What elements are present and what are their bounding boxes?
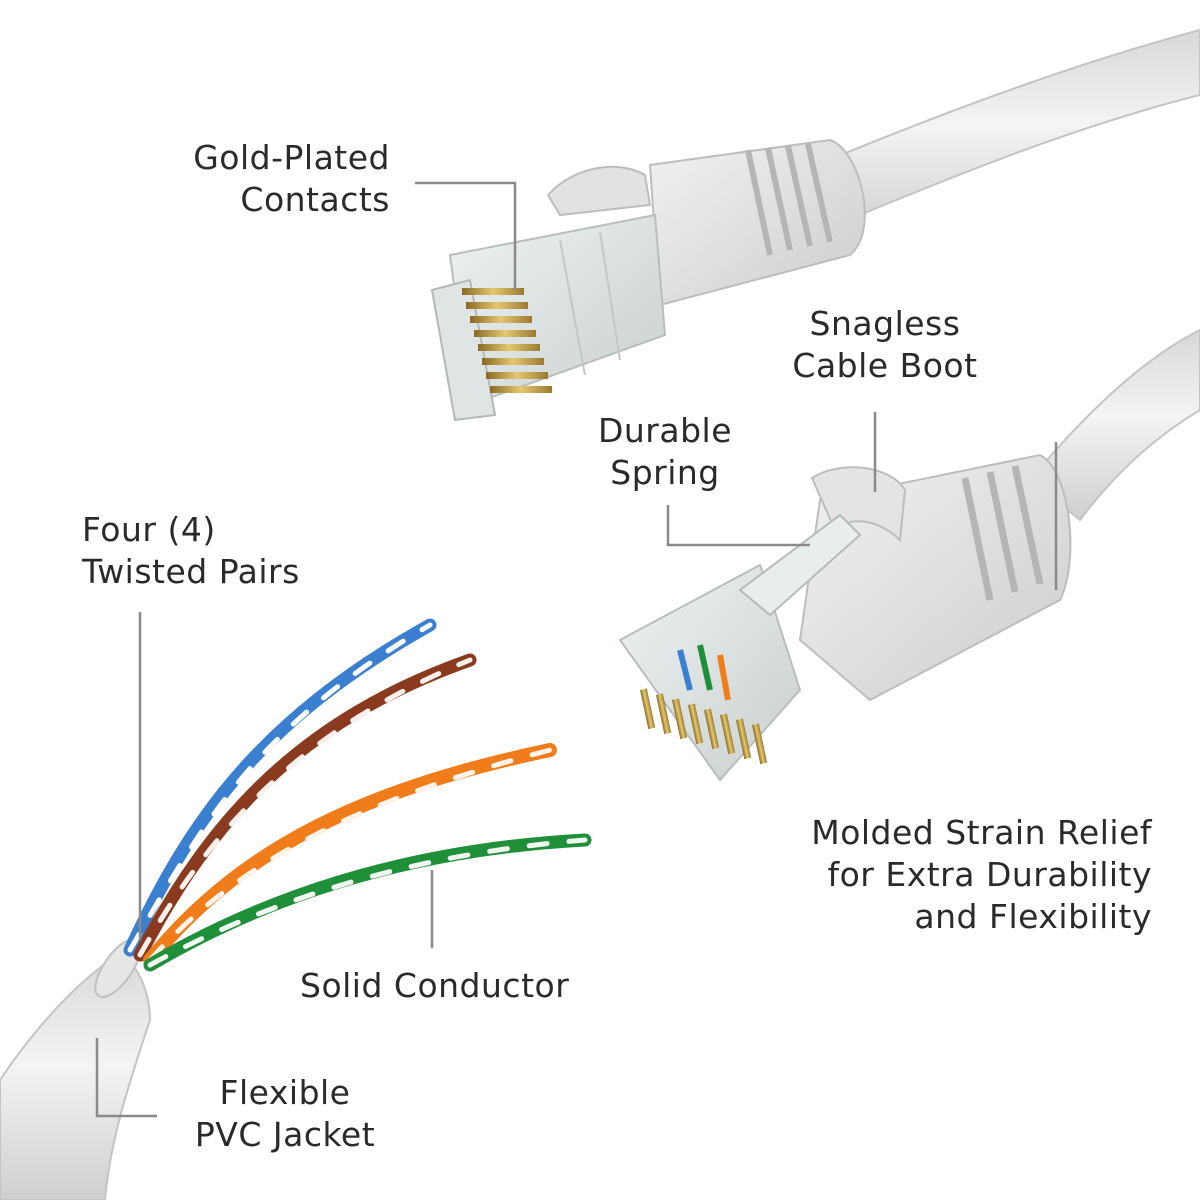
label-snagless-cable-boot: Snagless Cable Boot [792, 304, 978, 385]
gold-contacts [462, 288, 552, 393]
leader-lines [95, 181, 1058, 1118]
label-durable-spring: Durable Spring [597, 411, 733, 492]
lower-gold-contacts [640, 688, 768, 765]
lower-wire-colors [677, 644, 731, 701]
leader-durable-spring [666, 505, 810, 547]
leader-pvc-jacket [95, 1038, 157, 1118]
label-solid-conductor: Solid Conductor [300, 966, 570, 1005]
label-flexible-pvc-jacket: Flexible PVC Jacket [194, 1073, 376, 1154]
twisted-pairs [123, 618, 592, 972]
upper-cable [778, 28, 1200, 242]
label-molded-strain-relief: Molded Strain Relief for Extra Durabilit… [811, 813, 1152, 936]
lower-boot [798, 453, 1072, 702]
upper-boot [546, 138, 866, 307]
pvc-jacket [0, 938, 152, 1200]
label-four-twisted-pairs: Four (4) Twisted Pairs [82, 510, 300, 591]
label-gold-plated-contacts: Gold-Plated Contacts [193, 138, 390, 219]
leader-gold-contacts [415, 181, 517, 290]
upper-rj45-plug [430, 213, 667, 422]
lower-rj45-plug [618, 513, 862, 782]
